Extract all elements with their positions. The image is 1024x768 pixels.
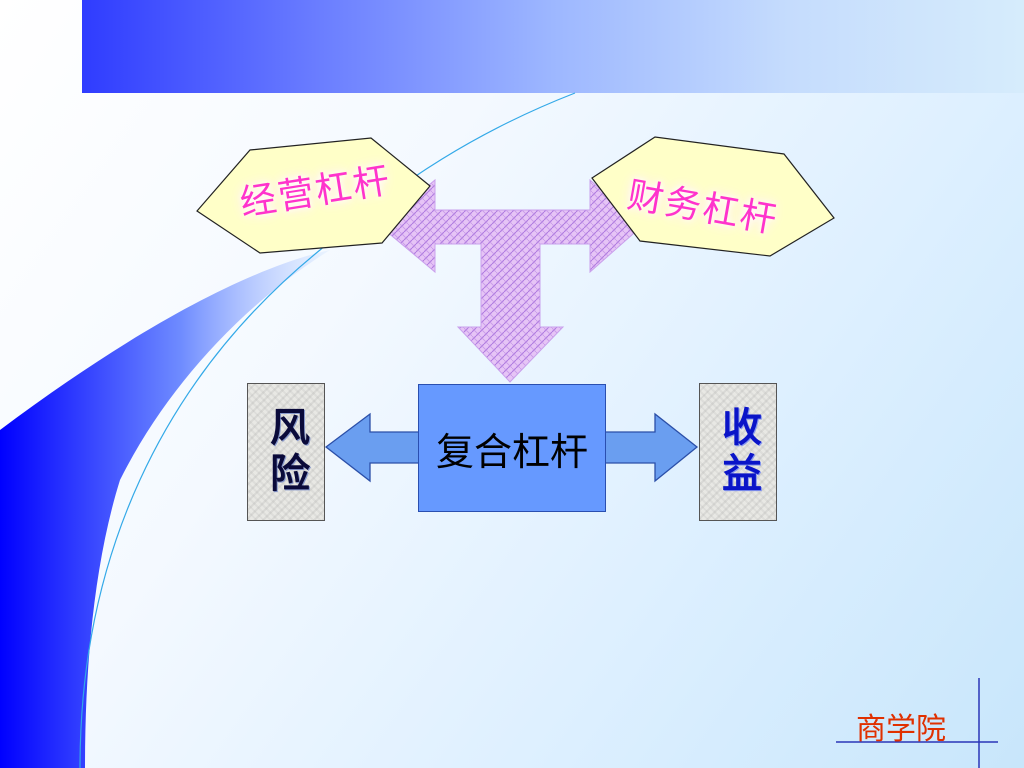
center-label: 复合杠杆 bbox=[435, 429, 588, 474]
left-swoosh-shape bbox=[0, 250, 330, 768]
hexagon-left bbox=[196, 137, 431, 254]
income-label: 收益 bbox=[715, 406, 762, 498]
risk-label: 风险 bbox=[263, 406, 310, 498]
hexagon-right bbox=[591, 136, 835, 257]
center-box-combined-leverage: 复合杠杆 bbox=[418, 384, 606, 512]
box-income: 收益 bbox=[699, 383, 777, 521]
t-arrow-shape bbox=[379, 178, 643, 383]
box-risk: 风险 bbox=[247, 383, 325, 521]
curve-line bbox=[79, 92, 576, 768]
footer-school-label: 商学院 bbox=[856, 712, 946, 747]
top-gradient-bar bbox=[82, 0, 1024, 93]
